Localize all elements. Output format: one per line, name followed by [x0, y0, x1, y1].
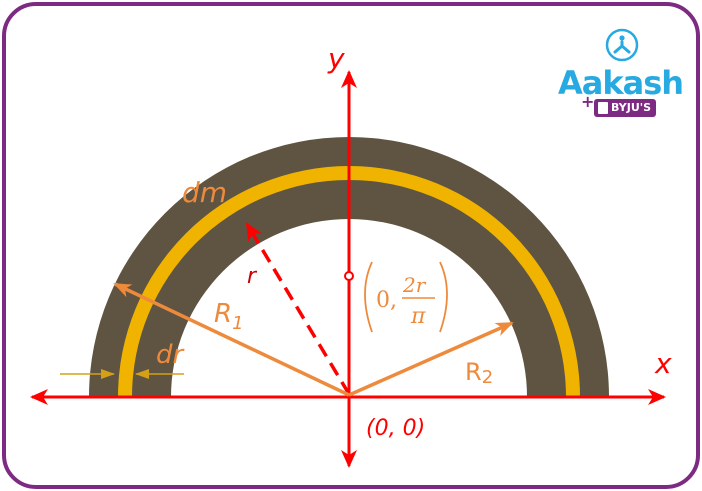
y-axis-label: y: [327, 42, 345, 75]
byjus-badge: BYJU'S: [594, 99, 657, 117]
aakash-person-icon: [605, 28, 639, 62]
r-label: r: [247, 264, 258, 289]
aakash-wordmark: Aakash: [558, 64, 684, 102]
R2-label: R2: [465, 358, 493, 388]
dm-label: dm: [182, 176, 227, 209]
center-of-mass-coordinate: 0, 2r π: [364, 261, 448, 333]
origin-label: (0, 0): [366, 416, 425, 441]
radius-R2-arrow: [348, 321, 514, 397]
logo-plus: +: [581, 92, 595, 111]
svg-text:2r: 2r: [402, 273, 427, 297]
byjus-wordmark: BYJU'S: [611, 101, 652, 114]
semicircular-ring: [89, 137, 609, 397]
svg-text:π: π: [410, 304, 426, 329]
book-icon: [598, 102, 608, 114]
R1-label: R1: [214, 299, 244, 334]
radius-r-arrow: [245, 222, 351, 395]
radius-R1-arrow: [113, 282, 350, 397]
dr-label: dr: [156, 340, 186, 370]
svg-text:0,: 0,: [376, 288, 397, 313]
aakash-byjus-logo: Aakash + BYJU'S: [556, 28, 686, 124]
center-of-mass-point: [344, 271, 354, 281]
x-axis-label: x: [654, 347, 672, 380]
